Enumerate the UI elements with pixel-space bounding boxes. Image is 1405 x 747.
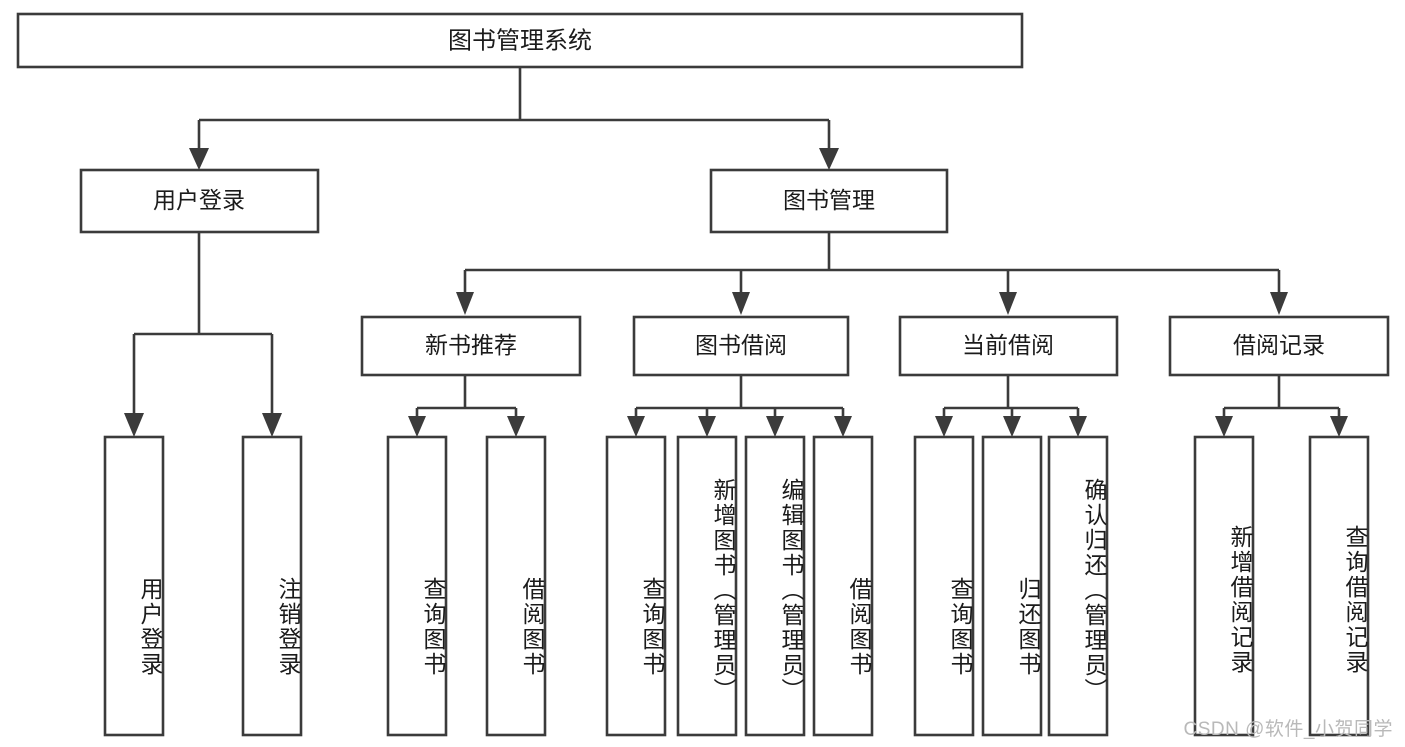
connector-userlogin-to-leaves (124, 232, 282, 437)
node-new-book-recommend-label: 新书推荐 (425, 332, 517, 358)
node-user-login[interactable]: 用户登录 (79, 168, 320, 234)
node-book-manage[interactable]: 图书管理 (709, 168, 949, 234)
node-book-borrow-label: 图书借阅 (695, 332, 787, 358)
csdn-watermark: CSDN @软件_小贺同学 (1183, 719, 1393, 740)
leaf-box-query-book-2[interactable] (605, 435, 667, 737)
leaf-box-user-login[interactable] (103, 435, 165, 737)
leaf-box-query-record[interactable] (1308, 435, 1370, 737)
connector-bookmanage-to-level3 (456, 232, 1288, 315)
node-borrow-record-label: 借阅记录 (1233, 332, 1325, 358)
connector-root-to-level2 (189, 67, 839, 170)
leaf-box-borrow-book-1[interactable] (485, 435, 547, 737)
connector-bookborrow-to-leaves (627, 375, 852, 437)
leaf-box-return-book[interactable] (981, 435, 1043, 737)
leaf-box-query-book-1[interactable] (386, 435, 448, 737)
leaf-box-borrow-book-2[interactable] (812, 435, 874, 737)
node-current-borrow[interactable]: 当前借阅 (898, 315, 1119, 377)
connector-borrowrecord-to-leaves (1215, 375, 1348, 437)
leaf-boxes (103, 435, 1370, 737)
leaf-box-logout-login[interactable] (241, 435, 303, 737)
leaf-box-edit-book[interactable] (744, 435, 806, 737)
node-book-borrow[interactable]: 图书借阅 (632, 315, 850, 377)
node-root-label: 图书管理系统 (448, 27, 592, 54)
connector-newbook-to-leaves (408, 375, 525, 437)
leaf-box-confirm-return[interactable] (1047, 435, 1109, 737)
connector-currentborrow-to-leaves (935, 375, 1087, 437)
leaf-box-add-record[interactable] (1193, 435, 1255, 737)
node-borrow-record[interactable]: 借阅记录 (1168, 315, 1390, 377)
node-root[interactable]: 图书管理系统 (16, 12, 1024, 69)
node-user-login-label: 用户登录 (153, 187, 245, 213)
leaf-box-query-book-3[interactable] (913, 435, 975, 737)
node-book-manage-label: 图书管理 (783, 187, 875, 213)
node-new-book-recommend[interactable]: 新书推荐 (360, 315, 582, 377)
node-current-borrow-label: 当前借阅 (962, 332, 1054, 358)
leaf-box-add-book[interactable] (676, 435, 738, 737)
